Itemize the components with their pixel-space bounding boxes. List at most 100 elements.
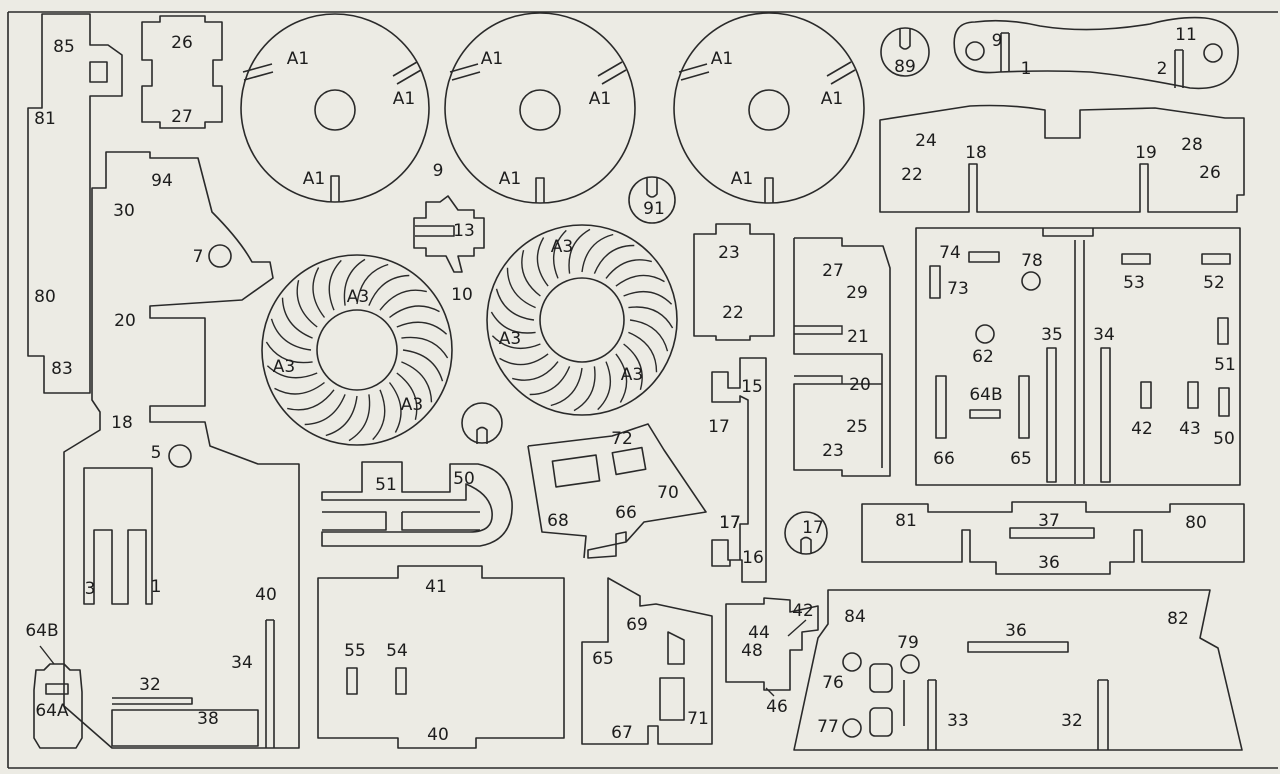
fan-blade — [597, 361, 612, 411]
fan-blade — [512, 361, 559, 381]
part-label: 55 — [344, 641, 366, 661]
part-label: A1 — [731, 169, 753, 189]
fan-blade — [270, 318, 312, 351]
part-label: 23 — [718, 243, 740, 263]
fan-blade — [629, 319, 669, 352]
part-label: 85 — [53, 37, 75, 57]
part-label: 42 — [1131, 419, 1153, 439]
part-column-81 — [27, 13, 123, 394]
part-label: 38 — [197, 709, 219, 729]
fan-blade — [287, 389, 335, 411]
part-label: A1 — [303, 169, 325, 189]
fan-blade — [536, 237, 549, 287]
fan-blade — [401, 361, 433, 403]
part-label: 25 — [846, 417, 868, 437]
fan-blade — [402, 349, 444, 382]
part-label: 65 — [592, 649, 614, 669]
part-label: 10 — [451, 285, 473, 305]
part-label: 2 — [1157, 59, 1168, 79]
part-label: 5 — [151, 443, 162, 463]
part-24-26-plate — [879, 104, 1245, 213]
slot-38 — [111, 709, 259, 747]
part-89 — [880, 27, 930, 77]
part-label: A1 — [393, 89, 415, 109]
part-label: 73 — [947, 279, 969, 299]
fan-blade — [552, 229, 567, 279]
disc-a1-3 — [673, 12, 865, 204]
part-label: A1 — [711, 49, 733, 69]
part-label: 27 — [822, 261, 844, 281]
fan-blade — [389, 305, 440, 319]
part-label: 3 — [85, 579, 96, 599]
fan-blade — [281, 297, 313, 339]
part-label: 13 — [453, 221, 475, 241]
part-label: 64B — [969, 385, 1002, 405]
hole-5 — [168, 444, 192, 468]
fan-blade — [529, 366, 571, 396]
part-label: 26 — [1199, 163, 1221, 183]
part-label: 29 — [846, 283, 868, 303]
part-label: 36 — [1038, 553, 1060, 573]
part-label: 80 — [1185, 513, 1207, 533]
disc-a1-2 — [444, 12, 636, 204]
fan-blade — [623, 343, 643, 390]
part-17-a — [461, 402, 503, 444]
part-label: A1 — [499, 169, 521, 189]
part-label: 72 — [611, 429, 633, 449]
part-label: 66 — [615, 503, 637, 523]
part-label: 34 — [231, 653, 253, 673]
part-label: 66 — [933, 449, 955, 469]
part-81-80-plate — [861, 501, 1245, 575]
part-label: 24 — [915, 131, 937, 151]
part-label: 50 — [453, 469, 475, 489]
part-72-70 — [527, 423, 707, 559]
fan-blade — [266, 365, 318, 379]
part-label: 40 — [255, 585, 277, 605]
part-label: 41 — [425, 577, 447, 597]
part-label: 22 — [722, 303, 744, 323]
part-label: 51 — [1214, 355, 1236, 375]
part-label: 43 — [1179, 419, 1201, 439]
fan-blade — [296, 280, 318, 328]
part-label: 48 — [741, 641, 763, 661]
fan-blade — [573, 366, 596, 412]
part-column-27-29 — [793, 237, 891, 477]
part-label: 35 — [1041, 325, 1063, 345]
part-label: 32 — [139, 675, 161, 695]
part-body-94 — [63, 151, 300, 749]
part-label: A3 — [551, 237, 573, 257]
part-label: 69 — [626, 615, 648, 635]
part-label: 30 — [113, 201, 135, 221]
part-9-13-10 — [413, 195, 485, 273]
part-label: 17 — [719, 513, 741, 533]
part-label: 51 — [375, 475, 397, 495]
fan-blade — [615, 274, 665, 287]
part-label: A1 — [589, 89, 611, 109]
fan-blade — [490, 311, 536, 334]
fan-blade — [521, 250, 541, 297]
part-label: 18 — [111, 413, 133, 433]
fan-blade — [491, 335, 541, 350]
hole-7 — [208, 244, 232, 268]
fan-blade — [568, 228, 591, 274]
part-label: 18 — [965, 143, 987, 163]
fan-blade — [628, 331, 658, 373]
part-label: 50 — [1213, 429, 1235, 449]
part-91 — [628, 176, 676, 224]
part-label: 32 — [1061, 711, 1083, 731]
part-label: 79 — [897, 633, 919, 653]
fan-blade — [372, 389, 386, 441]
part-label: 54 — [386, 641, 408, 661]
fan-blade — [499, 353, 549, 366]
fan-blade — [265, 341, 313, 364]
part-strip-15-16 — [711, 357, 767, 583]
part-label: 68 — [547, 511, 569, 531]
fan-blade — [274, 381, 325, 395]
part-label: 9 — [992, 31, 1003, 51]
fan-blade — [550, 367, 583, 407]
part-label: 67 — [611, 723, 633, 743]
fan-blade — [328, 259, 342, 311]
part-label: 53 — [1123, 273, 1145, 293]
part-label: A3 — [401, 395, 423, 415]
part-44-48 — [725, 597, 819, 691]
